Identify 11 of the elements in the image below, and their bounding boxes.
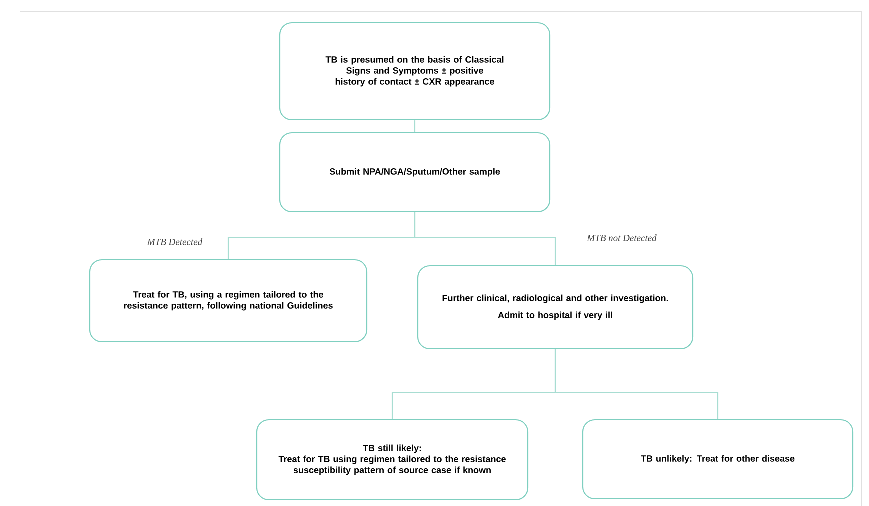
process-box: TB is presumed on the basis of Classical Signs and Symptoms ± positive history of contact ± CXR appearance bbox=[279, 22, 551, 121]
edge-label: MTB not Detected bbox=[586, 234, 658, 242]
connector bbox=[414, 120, 416, 132]
connector bbox=[414, 212, 556, 266]
process-box: Treat for TB, using a regimen tailored to the resistance pattern, following national Guidelines bbox=[89, 259, 368, 343]
process-box: Further clinical, radiological and other investigation. Admit to hospital if very ill bbox=[417, 265, 694, 350]
process-box: TB still likely: Treat for TB using regimen tailored to the resistance susceptibility pattern of source case if known bbox=[256, 419, 529, 501]
process-box: TB unlikely: Treat for other disease bbox=[582, 419, 854, 500]
connector bbox=[554, 350, 719, 420]
process-box: Submit NPA/NGA/Sputum/Other sample bbox=[279, 132, 551, 213]
edge-label: MTB Detected bbox=[146, 238, 204, 246]
